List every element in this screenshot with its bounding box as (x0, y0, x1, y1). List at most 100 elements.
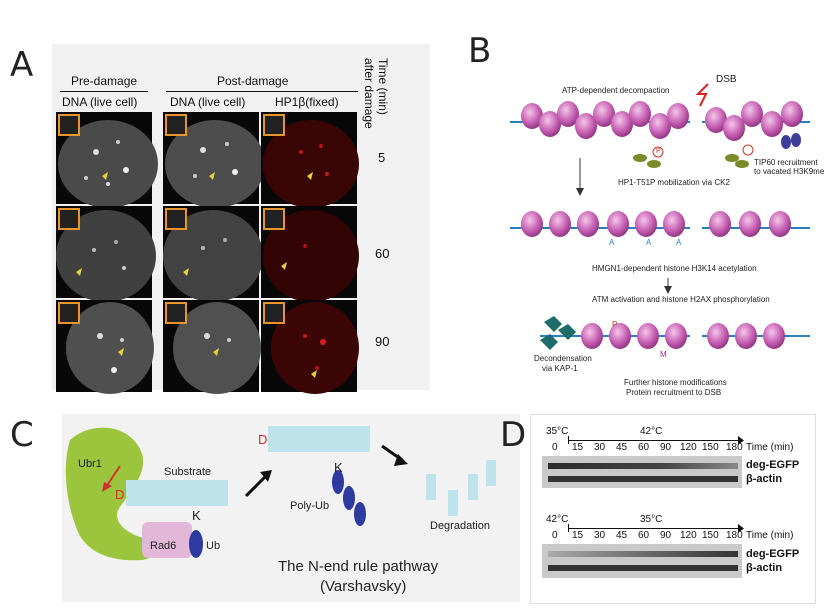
n-end-rule-diagram (65, 426, 496, 561)
time-45: 45 (616, 442, 628, 453)
inset-box (58, 302, 80, 324)
blot1-temp-shift: 42°C (640, 426, 663, 437)
blot1-band1-label: deg-EGFP (746, 459, 800, 471)
blot2-timeline (568, 528, 740, 529)
time-value-90: 90 (375, 334, 390, 349)
cell-hp1-5 (261, 112, 359, 208)
time-60: 60 (638, 442, 650, 453)
pathway-title-1: The N-end rule pathway (278, 558, 439, 575)
time-15: 15 (572, 442, 584, 453)
col-hp1: HP1β(fixed) (275, 95, 339, 109)
polyub-label: Poly-Ub (290, 500, 330, 512)
time-header-line1: Time (min) (376, 58, 390, 115)
blot2-band1-label: deg-EGFP (746, 548, 800, 560)
inset-box (165, 114, 187, 136)
degradation-label: Degradation (430, 520, 490, 532)
blot1-time-unit: Time (min) (746, 442, 794, 453)
blot1-membrane (542, 456, 742, 488)
time-150: 150 (702, 530, 719, 541)
dsb-label: DSB (716, 74, 737, 85)
blot2-membrane (542, 544, 742, 578)
cell-pre-5 (56, 112, 158, 208)
cell-pre-90 (56, 300, 154, 394)
inset-box (263, 302, 285, 324)
substrate-label: Substrate (164, 466, 212, 478)
blot2-band2-label: β-actin (746, 562, 783, 574)
time-180: 180 (726, 442, 743, 453)
time-150: 150 (702, 442, 719, 453)
blot1-temp-start: 35°C (546, 426, 569, 437)
time-0: 0 (552, 530, 558, 541)
acetyl-mark: A (676, 238, 682, 247)
phospho-mark: P (656, 148, 661, 155)
ub-label: Ub (206, 540, 221, 552)
cell-hp1-90 (261, 300, 359, 394)
post-damage-underline (166, 91, 358, 92)
hp1-mobilization-label: HP1-T51P mobilization via CK2 (618, 178, 730, 187)
further-mods-label-1: Further histone modifications (624, 378, 727, 387)
decondensation-label-1: Decondensation (534, 354, 592, 363)
blot2-timeline-arrow-icon (738, 524, 744, 533)
cell-pre-60 (56, 206, 156, 302)
time-120: 120 (680, 530, 697, 541)
blot2-band-actin (548, 565, 738, 571)
methyl-mark-row3: M (660, 350, 667, 359)
further-mods-label-2: Protein recruitment to DSB (626, 388, 722, 397)
post-damage-header: Post-damage (217, 74, 289, 88)
blot1-timeline-tick (568, 436, 569, 444)
inset-box (165, 208, 187, 230)
blot2-time-unit: Time (min) (746, 530, 794, 541)
rad6-label: Rad6 (150, 540, 177, 552)
time-180: 180 (726, 530, 743, 541)
acetyl-mark: A (609, 238, 615, 247)
time-header-line2: after damage (362, 58, 376, 129)
dsb-lightning-icon (695, 83, 709, 107)
phospho-mark-row3: P (612, 320, 618, 329)
chromatin-diagram (510, 101, 810, 350)
time-value-5: 5 (378, 150, 386, 165)
tip60-label-2: to vacated H3K9me (754, 167, 824, 176)
blot1-timeline (568, 440, 740, 441)
time-90: 90 (660, 442, 672, 453)
time-30: 30 (594, 530, 606, 541)
cell-post-90 (163, 300, 261, 394)
blot1-band2-label: β-actin (746, 473, 783, 485)
blot1-timeline-arrow-icon (738, 436, 744, 445)
decondensation-label-2: via KAP-1 (542, 364, 578, 373)
pre-damage-underline (60, 91, 148, 92)
col-dna-post: DNA (live cell) (170, 95, 246, 109)
panel-d-label: D (500, 415, 527, 455)
panel-a-label: A (10, 45, 34, 85)
col-dna-pre: DNA (live cell) (62, 95, 138, 109)
pre-damage-header: Pre-damage (71, 74, 138, 88)
k-label-2: K (334, 460, 343, 475)
blot1-band-egfp (548, 463, 738, 469)
cell-post-60 (163, 206, 263, 302)
inset-box (263, 208, 285, 230)
time-120: 120 (680, 442, 697, 453)
time-15: 15 (572, 530, 584, 541)
panel-b-label: B (468, 31, 492, 71)
tip60-label-1: TIP60 recruitment (754, 158, 818, 167)
inset-box (263, 114, 285, 136)
panel-c-label: C (10, 415, 34, 455)
time-45: 45 (616, 530, 628, 541)
blot1-band-actin (548, 476, 738, 482)
k-label: K (192, 508, 201, 523)
acetyl-mark: A (646, 238, 652, 247)
ubr1-label: Ubr1 (78, 458, 102, 470)
time-value-60: 60 (375, 246, 390, 261)
blot2-timeline-tick (568, 524, 569, 532)
atp-label: ATP-dependent decompaction (562, 86, 670, 95)
blot2-band-egfp (548, 551, 738, 557)
inset-box (165, 302, 187, 324)
time-0: 0 (552, 442, 558, 453)
time-60: 60 (638, 530, 650, 541)
d-residue-label-2: D (258, 432, 268, 447)
d-residue-label: D (115, 487, 125, 502)
cell-post-5 (163, 112, 265, 208)
hmgn1-label: HMGN1-dependent histone H3K14 acetylatio… (592, 264, 757, 273)
pathway-title-2: (Varshavsky) (320, 578, 407, 595)
time-30: 30 (594, 442, 606, 453)
blot2-temp-start: 42°C (546, 514, 569, 525)
